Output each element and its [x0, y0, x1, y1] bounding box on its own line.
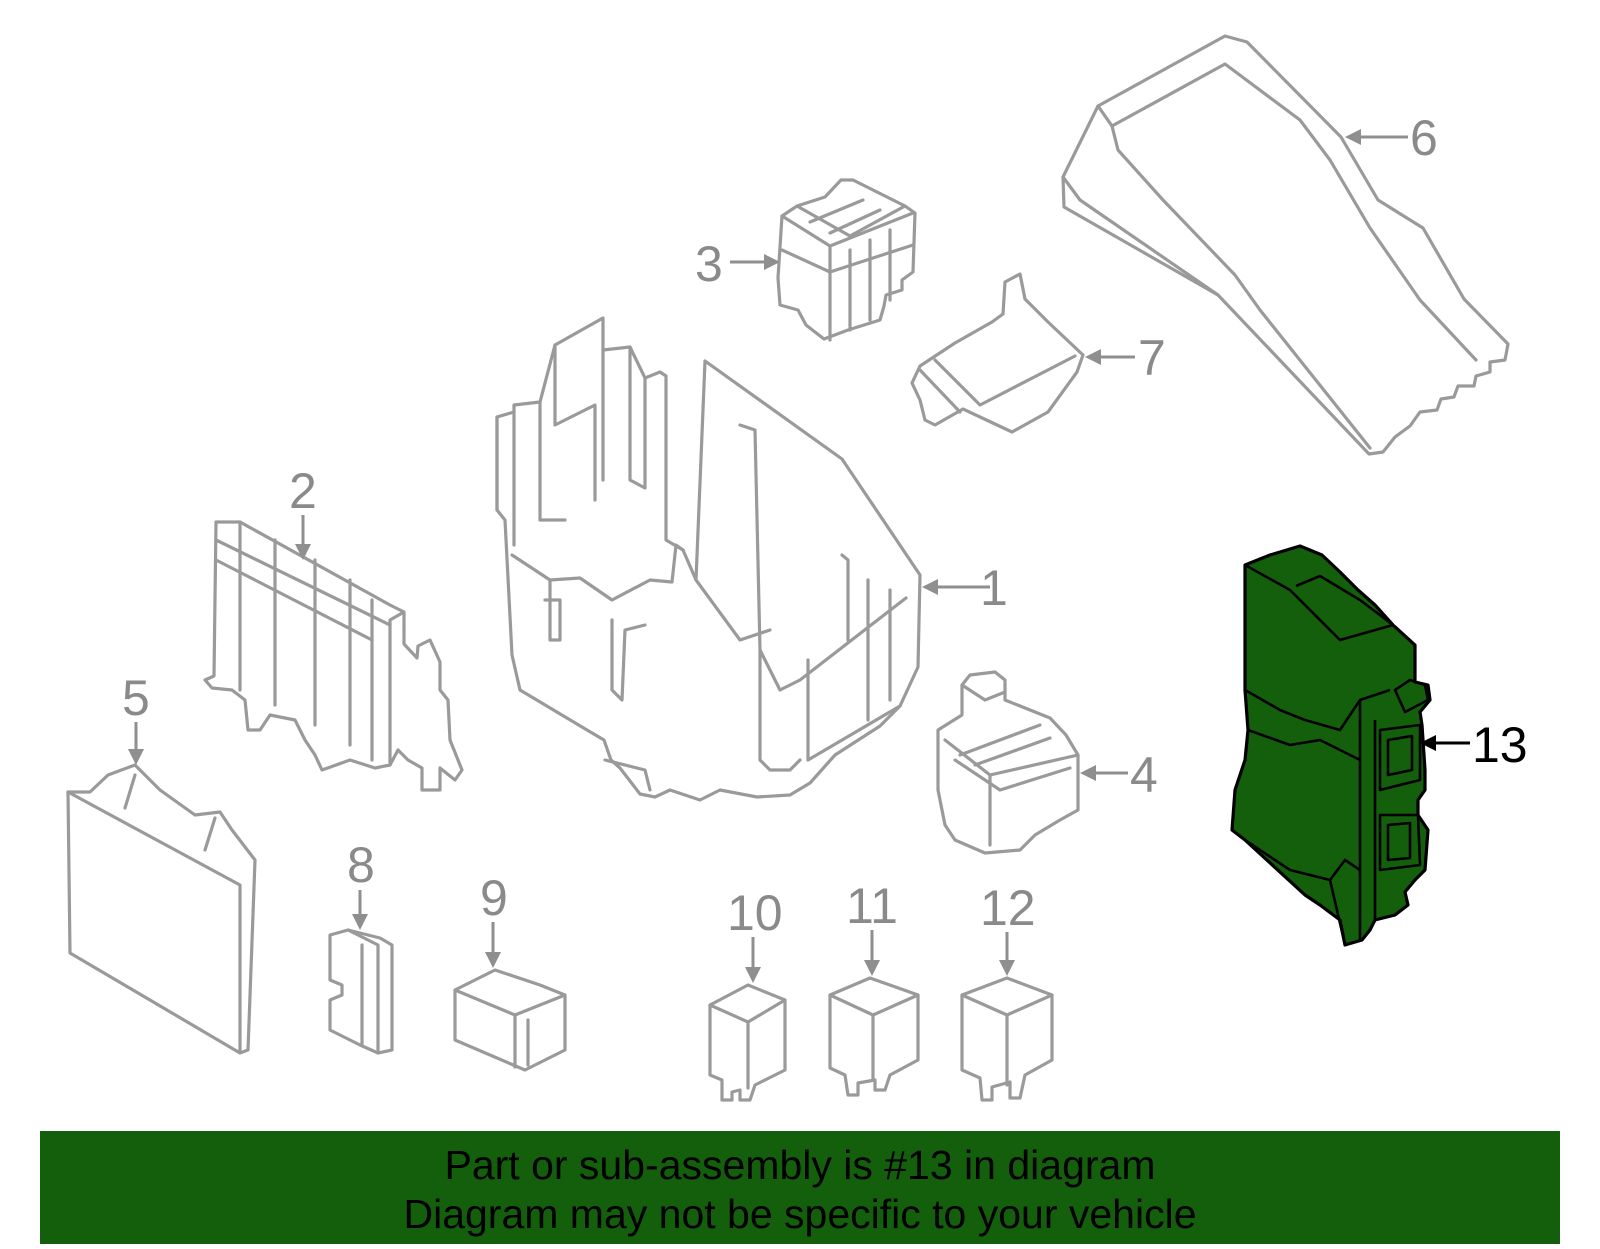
- callout-8: 8: [347, 837, 375, 930]
- part-10-relay: [708, 983, 787, 1102]
- part-9-module: [453, 968, 567, 1072]
- callout-label-2: 2: [289, 463, 317, 519]
- callout-label-7: 7: [1138, 330, 1166, 386]
- part-11-relay: [828, 976, 920, 1097]
- callout-12: 12: [980, 880, 1036, 976]
- callout-3: 3: [695, 236, 780, 292]
- callout-label-3: 3: [695, 236, 723, 292]
- callout-9: 9: [480, 870, 508, 968]
- callout-4: 4: [1080, 747, 1158, 803]
- callout-2: 2: [289, 463, 317, 560]
- callout-label-11: 11: [846, 878, 898, 934]
- part-2-frame: [203, 520, 464, 792]
- part-13-module-highlighted: [1230, 544, 1432, 947]
- banner-line-2: Diagram may not be specific to your vehi…: [403, 1191, 1197, 1237]
- part-3-connector: [776, 178, 917, 342]
- callout-7: 7: [1085, 330, 1166, 386]
- callout-label-6: 6: [1410, 110, 1438, 166]
- part-4-relay-block: [936, 670, 1080, 855]
- part-1-housing: [495, 316, 922, 802]
- callout-10: 10: [727, 885, 783, 983]
- callout-label-13: 13: [1472, 717, 1528, 773]
- callout-13: 13: [1420, 717, 1528, 773]
- callout-11: 11: [846, 878, 898, 976]
- callout-label-8: 8: [347, 837, 375, 893]
- callout-label-9: 9: [480, 870, 508, 926]
- part-7-bracket: [910, 272, 1085, 434]
- part-12-relay: [960, 976, 1054, 1102]
- callout-label-10: 10: [727, 885, 783, 941]
- callout-6: 6: [1345, 110, 1438, 166]
- callout-label-5: 5: [122, 670, 150, 726]
- banner-line-1: Part or sub-assembly is #13 in diagram: [444, 1142, 1156, 1188]
- callout-label-4: 4: [1130, 747, 1158, 803]
- info-banner: Part or sub-assembly is #13 in diagram D…: [40, 1131, 1560, 1244]
- callout-1: 1: [922, 560, 1008, 616]
- callout-label-1: 1: [980, 560, 1008, 616]
- part-8-clip: [328, 928, 394, 1055]
- callout-label-12: 12: [980, 880, 1036, 936]
- callout-5: 5: [122, 670, 150, 765]
- part-6-cover: [1061, 34, 1510, 456]
- part-5-plate: [66, 763, 257, 1055]
